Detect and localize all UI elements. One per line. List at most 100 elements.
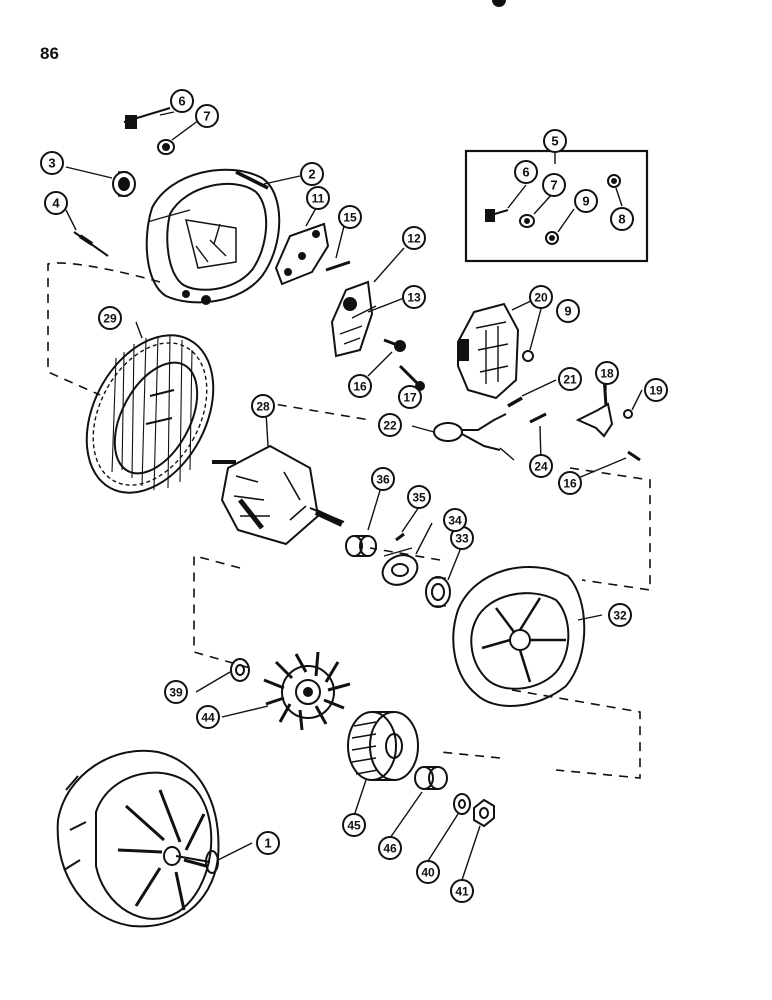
callout-label: 24 <box>534 460 548 474</box>
callout-22: 22 <box>378 413 402 437</box>
callout-label: 15 <box>343 211 357 225</box>
callout-16: 16 <box>558 471 582 495</box>
callout-4: 4 <box>44 191 68 215</box>
screw-16-right <box>627 450 641 462</box>
callout-circle <box>608 603 632 627</box>
callout-label: 9 <box>564 304 571 319</box>
callout-label: 11 <box>312 192 325 206</box>
fan <box>263 651 351 731</box>
nut-19 <box>623 409 633 419</box>
spacer <box>414 766 448 790</box>
through-bolt <box>73 231 109 257</box>
callout-34: 34 <box>443 508 467 532</box>
callout-label: 16 <box>353 380 367 394</box>
callout-label: 5 <box>551 134 558 149</box>
callout-17: 17 <box>398 385 422 409</box>
callout-circle <box>402 226 426 250</box>
callout-label: 7 <box>203 109 210 124</box>
dashed-group-lower <box>193 555 641 779</box>
terminal-stud <box>123 107 175 155</box>
callout-3: 3 <box>40 151 64 175</box>
callout-9: 9 <box>556 299 580 323</box>
callout-label: 36 <box>376 473 390 487</box>
bearing-33 <box>425 576 451 608</box>
callout-7: 7 <box>195 104 219 128</box>
callout-label: 41 <box>455 885 469 899</box>
callout-label: 21 <box>563 373 577 387</box>
callout-28: 28 <box>251 394 275 418</box>
callout-label: 6 <box>178 94 185 109</box>
callout-label: 6 <box>522 165 529 180</box>
callout-label: 16 <box>563 477 577 491</box>
callout-circle <box>164 680 188 704</box>
callout-41: 41 <box>450 879 474 903</box>
callout-1: 1 <box>256 831 280 855</box>
callout-circle <box>595 361 619 385</box>
callout-circle <box>416 860 440 884</box>
callout-39: 39 <box>164 680 188 704</box>
callout-circle <box>44 191 68 215</box>
capacitor-plate <box>274 222 330 286</box>
callout-24: 24 <box>529 454 553 478</box>
callout-circle <box>450 879 474 903</box>
callout-label: 33 <box>455 532 469 546</box>
callout-circle <box>195 104 219 128</box>
callout-circle <box>251 394 275 418</box>
callout-33: 33 <box>450 526 474 550</box>
callout-label: 9 <box>582 194 589 209</box>
callout-44: 44 <box>196 705 220 729</box>
page-number: 86 <box>40 44 59 63</box>
callout-circle <box>529 285 553 309</box>
dashed-group-upper <box>47 262 651 591</box>
callout-circle <box>574 189 598 213</box>
callout-circle <box>300 162 324 186</box>
pulley-nut <box>473 798 495 828</box>
callout-label: 39 <box>169 686 183 700</box>
screw-24 <box>529 412 547 424</box>
callout-11: 11 <box>306 186 330 210</box>
callout-circle <box>170 89 194 113</box>
callout-6: 6 <box>170 89 194 113</box>
leader-lines <box>65 111 643 881</box>
callout-19: 19 <box>644 378 668 402</box>
callout-circle <box>342 813 366 837</box>
callout-label: 28 <box>256 400 270 414</box>
callout-circle <box>407 485 431 509</box>
inset-hardware <box>485 174 621 245</box>
slip-ring-end-housing <box>145 168 281 305</box>
callout-label: 35 <box>412 491 426 505</box>
page-header-mark <box>492 0 506 7</box>
callout-circle <box>543 129 567 153</box>
callout-label: 44 <box>201 711 215 725</box>
callout-35: 35 <box>407 485 431 509</box>
callout-label: 40 <box>421 866 435 880</box>
retainer-plate <box>381 547 419 586</box>
callout-18: 18 <box>595 361 619 385</box>
callout-circle <box>443 508 467 532</box>
callout-label: 34 <box>448 514 462 528</box>
callout-circle <box>256 831 280 855</box>
pulley <box>347 711 419 781</box>
callout-label: 12 <box>407 232 421 246</box>
complete-alternator <box>56 749 220 928</box>
callout-label: 18 <box>600 367 614 381</box>
callout-circle <box>556 299 580 323</box>
callout-12: 12 <box>402 226 426 250</box>
callout-circle <box>196 705 220 729</box>
callout-label: 2 <box>308 167 315 182</box>
callout-label: 1 <box>264 836 271 851</box>
callout-7: 7 <box>542 173 566 197</box>
callout-circle <box>40 151 64 175</box>
stator <box>85 334 215 494</box>
callout-29: 29 <box>98 306 122 330</box>
bearing-sleeve <box>345 535 377 557</box>
bushing-part <box>112 171 136 197</box>
drive-end-housing <box>452 566 586 707</box>
callout-layer: 1234566778991112131516161718192021222428… <box>40 89 668 903</box>
callout-label: 13 <box>407 291 421 305</box>
callout-circle <box>558 471 582 495</box>
callout-46: 46 <box>378 836 402 860</box>
screws-16-17 <box>383 338 425 391</box>
callout-6: 6 <box>514 160 538 184</box>
